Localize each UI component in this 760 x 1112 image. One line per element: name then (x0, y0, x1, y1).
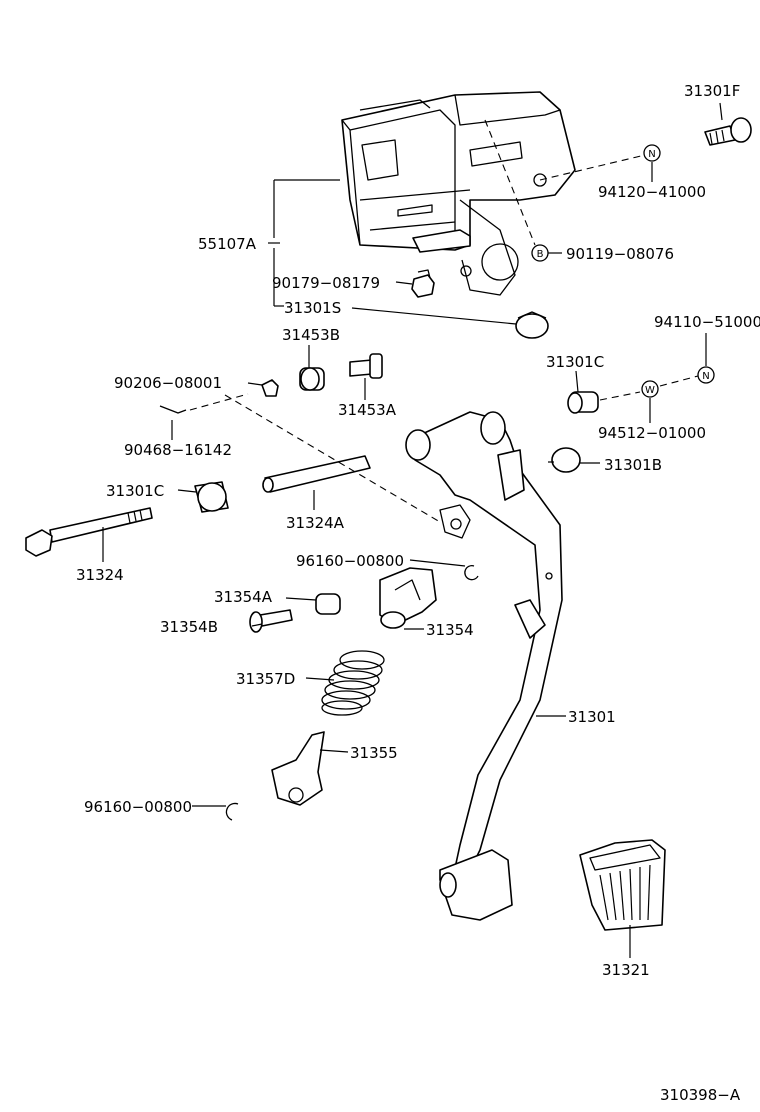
label-31301c-left: 31301C (106, 482, 164, 500)
brake-pedal-arm-31301 (405, 411, 563, 921)
label-31321: 31321 (602, 961, 650, 979)
label-31453b: 31453B (282, 326, 340, 344)
label-31301b: 31301B (604, 456, 662, 474)
nut-90179 (411, 269, 435, 298)
label-31354a: 31354A (214, 588, 273, 606)
label-90179-08179: 90179−08179 (272, 274, 380, 292)
spring-31357d (321, 650, 385, 716)
pin-31354b (249, 609, 293, 633)
pedal-pad-31321 (579, 839, 666, 931)
collar-31301c-right (567, 391, 599, 414)
symbol-n-lower: N (697, 366, 715, 384)
label-94512-01000: 94512−01000 (598, 424, 706, 442)
label-31324a: 31324A (286, 514, 345, 532)
symbol-b-text: B (537, 249, 544, 260)
label-90119-08076: 90119−08076 (566, 245, 674, 263)
symbol-n-upper: N (643, 144, 661, 162)
bushing-31453b (299, 367, 325, 391)
label-96160-00800-lower: 96160−00800 (84, 798, 192, 816)
clip-90206 (261, 379, 279, 397)
symbol-b: B (531, 244, 549, 262)
cushion-31301b (548, 447, 581, 473)
label-94110-51000: 94110−51000 (654, 313, 760, 331)
shaft-31324a (262, 455, 371, 493)
label-31324: 31324 (76, 566, 124, 584)
bushing-31354a (315, 593, 341, 615)
label-96160-00800-upper: 96160−00800 (296, 552, 404, 570)
pushrod-clevis-31354 (379, 567, 437, 629)
label-31301: 31301 (568, 708, 616, 726)
symbol-n-lower-text: N (702, 371, 709, 382)
label-90206-08001: 90206−08001 (114, 374, 222, 392)
label-94120-41000: 94120−41000 (598, 183, 706, 201)
label-90468-16142: 90468−16142 (124, 441, 232, 459)
label-31357d: 31357D (236, 670, 295, 688)
figure-id: 310398−A (660, 1086, 741, 1104)
bolt-31453a (349, 353, 383, 379)
label-31354: 31354 (426, 621, 474, 639)
label-31354b: 31354B (160, 618, 218, 636)
leader-lines (102, 102, 723, 958)
label-31301f: 31301F (684, 82, 740, 100)
bolt-31301f (704, 117, 752, 146)
clip-31301s (515, 311, 549, 339)
bracket-31355 (271, 731, 325, 806)
washer-90468 (159, 405, 187, 414)
clip-96160-upper (464, 565, 479, 581)
label-31355: 31355 (350, 744, 398, 762)
symbol-n-upper-text: N (648, 149, 655, 160)
label-31453a: 31453A (338, 401, 397, 419)
bolt-31324 (25, 507, 153, 557)
clip-96160-lower (225, 802, 239, 821)
label-55107a: 55107A (198, 235, 257, 253)
part-labels: 31301F 94120−41000 90119−08076 55107A 90… (76, 82, 760, 1104)
label-31301c-right: 31301C (546, 353, 604, 371)
symbol-w-text: W (645, 385, 655, 396)
collar-31301c-left (194, 481, 229, 513)
symbol-w: W (641, 380, 659, 398)
label-31301s: 31301S (284, 299, 341, 317)
pedal-support-bracket (341, 91, 576, 296)
